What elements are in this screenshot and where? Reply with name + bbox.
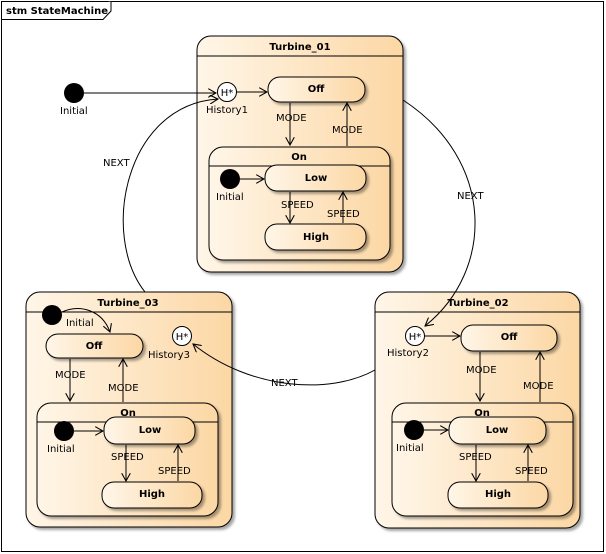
turbine-02-high-label: High	[485, 489, 511, 500]
turbine-01-off-state[interactable]: Off	[267, 76, 366, 103]
turbine-03-mode-down: MODE	[55, 370, 86, 381]
turbine-02-initial[interactable]	[404, 420, 424, 440]
turbine-03-history[interactable]: H*	[172, 326, 192, 346]
turbine-02-history[interactable]: H*	[405, 326, 425, 346]
next-label-2: NEXT	[271, 378, 298, 389]
next-turbine01-to-turbine02	[402, 99, 476, 326]
turbine-02-off-label: Off	[501, 332, 519, 343]
turbine-03-initial-1[interactable]	[42, 305, 62, 325]
turbine-03-initial-1-label: Initial	[66, 318, 94, 329]
turbine-03-initial-to-off	[61, 308, 110, 332]
turbine-01-history-symbol: H*	[221, 88, 234, 99]
turbine-02-speed-up: SPEED	[515, 466, 548, 477]
turbine-01-initial[interactable]	[220, 169, 240, 189]
turbine-02-mode-down: MODE	[466, 365, 497, 376]
turbine-01-low-state[interactable]: Low	[264, 164, 367, 192]
turbine-03-on-label: On	[120, 408, 136, 419]
next-turbine03-to-turbine01	[122, 99, 218, 293]
turbine-01-high-state[interactable]: High	[264, 223, 367, 251]
turbine-01-on-label: On	[291, 152, 307, 163]
turbine-01-history-label: History1	[206, 105, 248, 116]
turbine-01-speed-down: SPEED	[281, 200, 314, 211]
turbine-02-history-label: History2	[387, 348, 429, 359]
next-label-3: NEXT	[103, 158, 130, 169]
turbine-01-low-label: Low	[305, 173, 327, 184]
turbine-02-low-state[interactable]: Low	[448, 416, 547, 445]
turbine-03-high-state[interactable]: High	[101, 481, 203, 509]
turbine-01-speed-up: SPEED	[327, 209, 360, 220]
turbine-02-mode-up: MODE	[523, 381, 554, 392]
next-label-1: NEXT	[457, 191, 484, 202]
turbine-01-mode-down: MODE	[276, 113, 307, 124]
turbine-02-off-state[interactable]: Off	[460, 324, 558, 352]
turbine-01-off-label: Off	[308, 84, 326, 95]
turbine-01-mode-up: MODE	[332, 125, 363, 136]
turbine-01-initial-label: Initial	[216, 192, 244, 203]
turbine-03-speed-down: SPEED	[111, 452, 144, 463]
turbine-03-high-label: High	[139, 489, 165, 500]
turbine-03-initial-2-label: Initial	[47, 444, 75, 455]
turbine-03-initial-2[interactable]	[54, 421, 74, 441]
turbine-03-title: Turbine_03	[97, 298, 158, 309]
turbine-02-on-label: On	[474, 408, 490, 419]
turbine-02-low-label: Low	[486, 425, 508, 436]
turbine-02-initial-label: Initial	[396, 443, 424, 454]
turbine-03-mode-up: MODE	[108, 383, 139, 394]
turbine-02-speed-down: SPEED	[459, 452, 492, 463]
turbine-01-high-label: High	[303, 232, 329, 243]
turbine-02-title: Turbine_02	[447, 298, 508, 309]
turbine-02-history-symbol: H*	[409, 332, 422, 343]
turbine-02-high-state[interactable]: High	[447, 481, 549, 509]
turbine-03-off-state[interactable]: Off	[45, 333, 144, 359]
turbine-03-off-label: Off	[86, 341, 104, 352]
turbine-03-low-state[interactable]: Low	[103, 416, 196, 445]
top-initial-label: Initial	[60, 106, 88, 117]
turbine-03-history-symbol: H*	[176, 332, 189, 343]
top-initial[interactable]	[64, 83, 84, 103]
next-turbine02-to-turbine03	[193, 344, 376, 386]
turbine-03-low-label: Low	[139, 425, 161, 436]
turbine-01-title: Turbine_01	[269, 42, 330, 53]
turbine-03-speed-up: SPEED	[158, 466, 191, 477]
turbine-01-history[interactable]: H*	[217, 82, 237, 102]
turbine-03-history-label: History3	[148, 350, 190, 361]
frame-title: stm StateMachine	[6, 6, 108, 17]
